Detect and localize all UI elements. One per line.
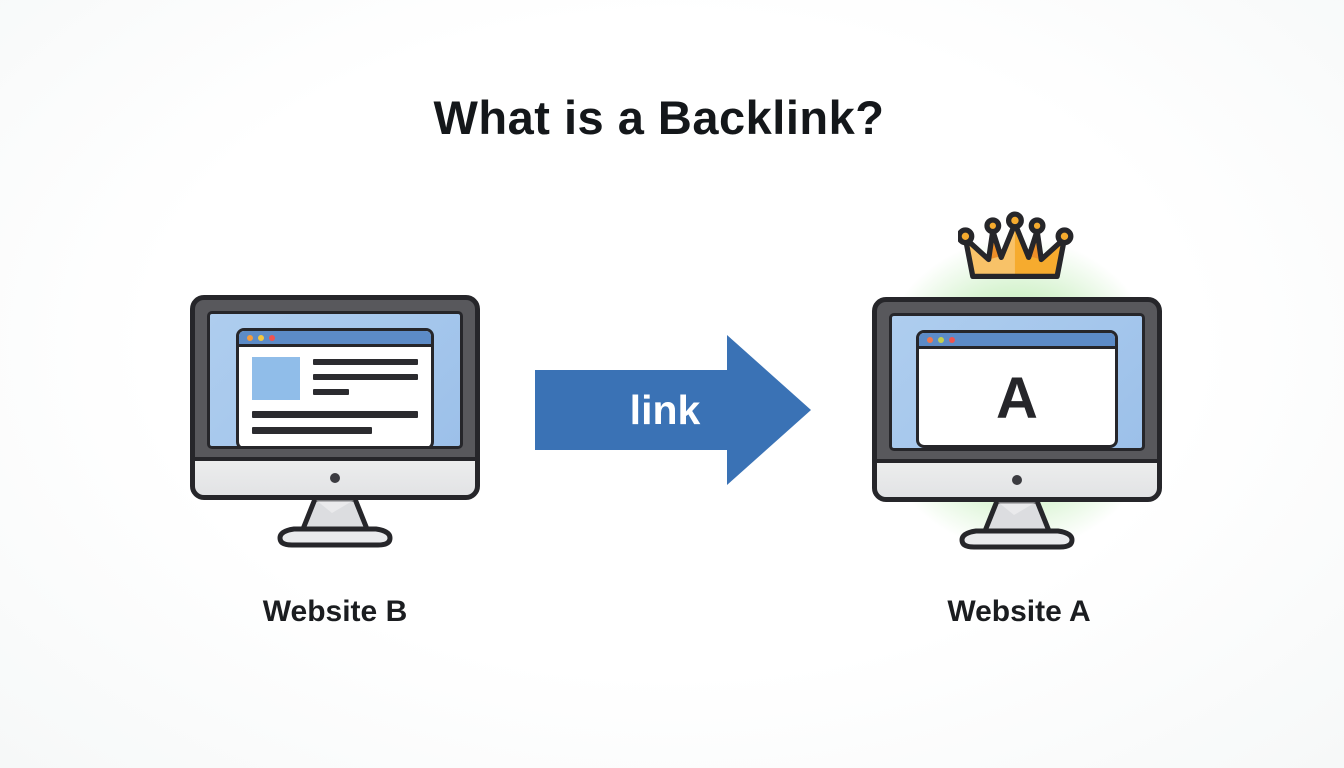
power-dot-icon [1012,475,1022,485]
monitor-chin [195,457,475,495]
text-line [252,411,418,418]
power-dot-icon [330,473,340,483]
browser-dot-icon [269,334,275,341]
browser-dot-icon [258,334,264,341]
crown-svg [958,211,1074,279]
arrow-head-icon [727,335,811,485]
browser-header [919,333,1115,349]
arrow-label: link [629,386,701,433]
webpage-content: A [919,349,1115,445]
monitor-screen [207,311,463,449]
image-placeholder [252,357,300,400]
monitor-bezel: A [872,297,1162,502]
site-letter: A [996,365,1038,431]
browser-window-b [236,328,434,446]
webpage-content [239,347,431,434]
monitor-stand [959,498,1075,550]
text-line [313,374,418,380]
browser-window-a: A [916,330,1118,448]
monitor-chin [877,459,1157,497]
monitor-bezel [190,295,480,500]
browser-header [239,331,431,347]
website-b-monitor [190,295,480,548]
crown-icon [958,211,1074,289]
browser-dot-icon [938,336,944,343]
browser-dot-icon [247,334,253,341]
arrow-shaft: link [535,370,727,450]
browser-dot-icon [927,336,933,343]
website-a-label: Website A [947,595,1091,628]
monitor-stand [277,496,393,548]
page-title: What is a Backlink? [433,91,885,144]
text-line [313,389,349,395]
monitor-screen: A [889,313,1145,451]
website-a-monitor: A [872,297,1162,550]
text-line [313,359,418,365]
website-b-label: Website B [262,595,408,628]
backlink-arrow: link [535,335,811,485]
text-line [252,427,372,434]
browser-dot-icon [949,336,955,343]
